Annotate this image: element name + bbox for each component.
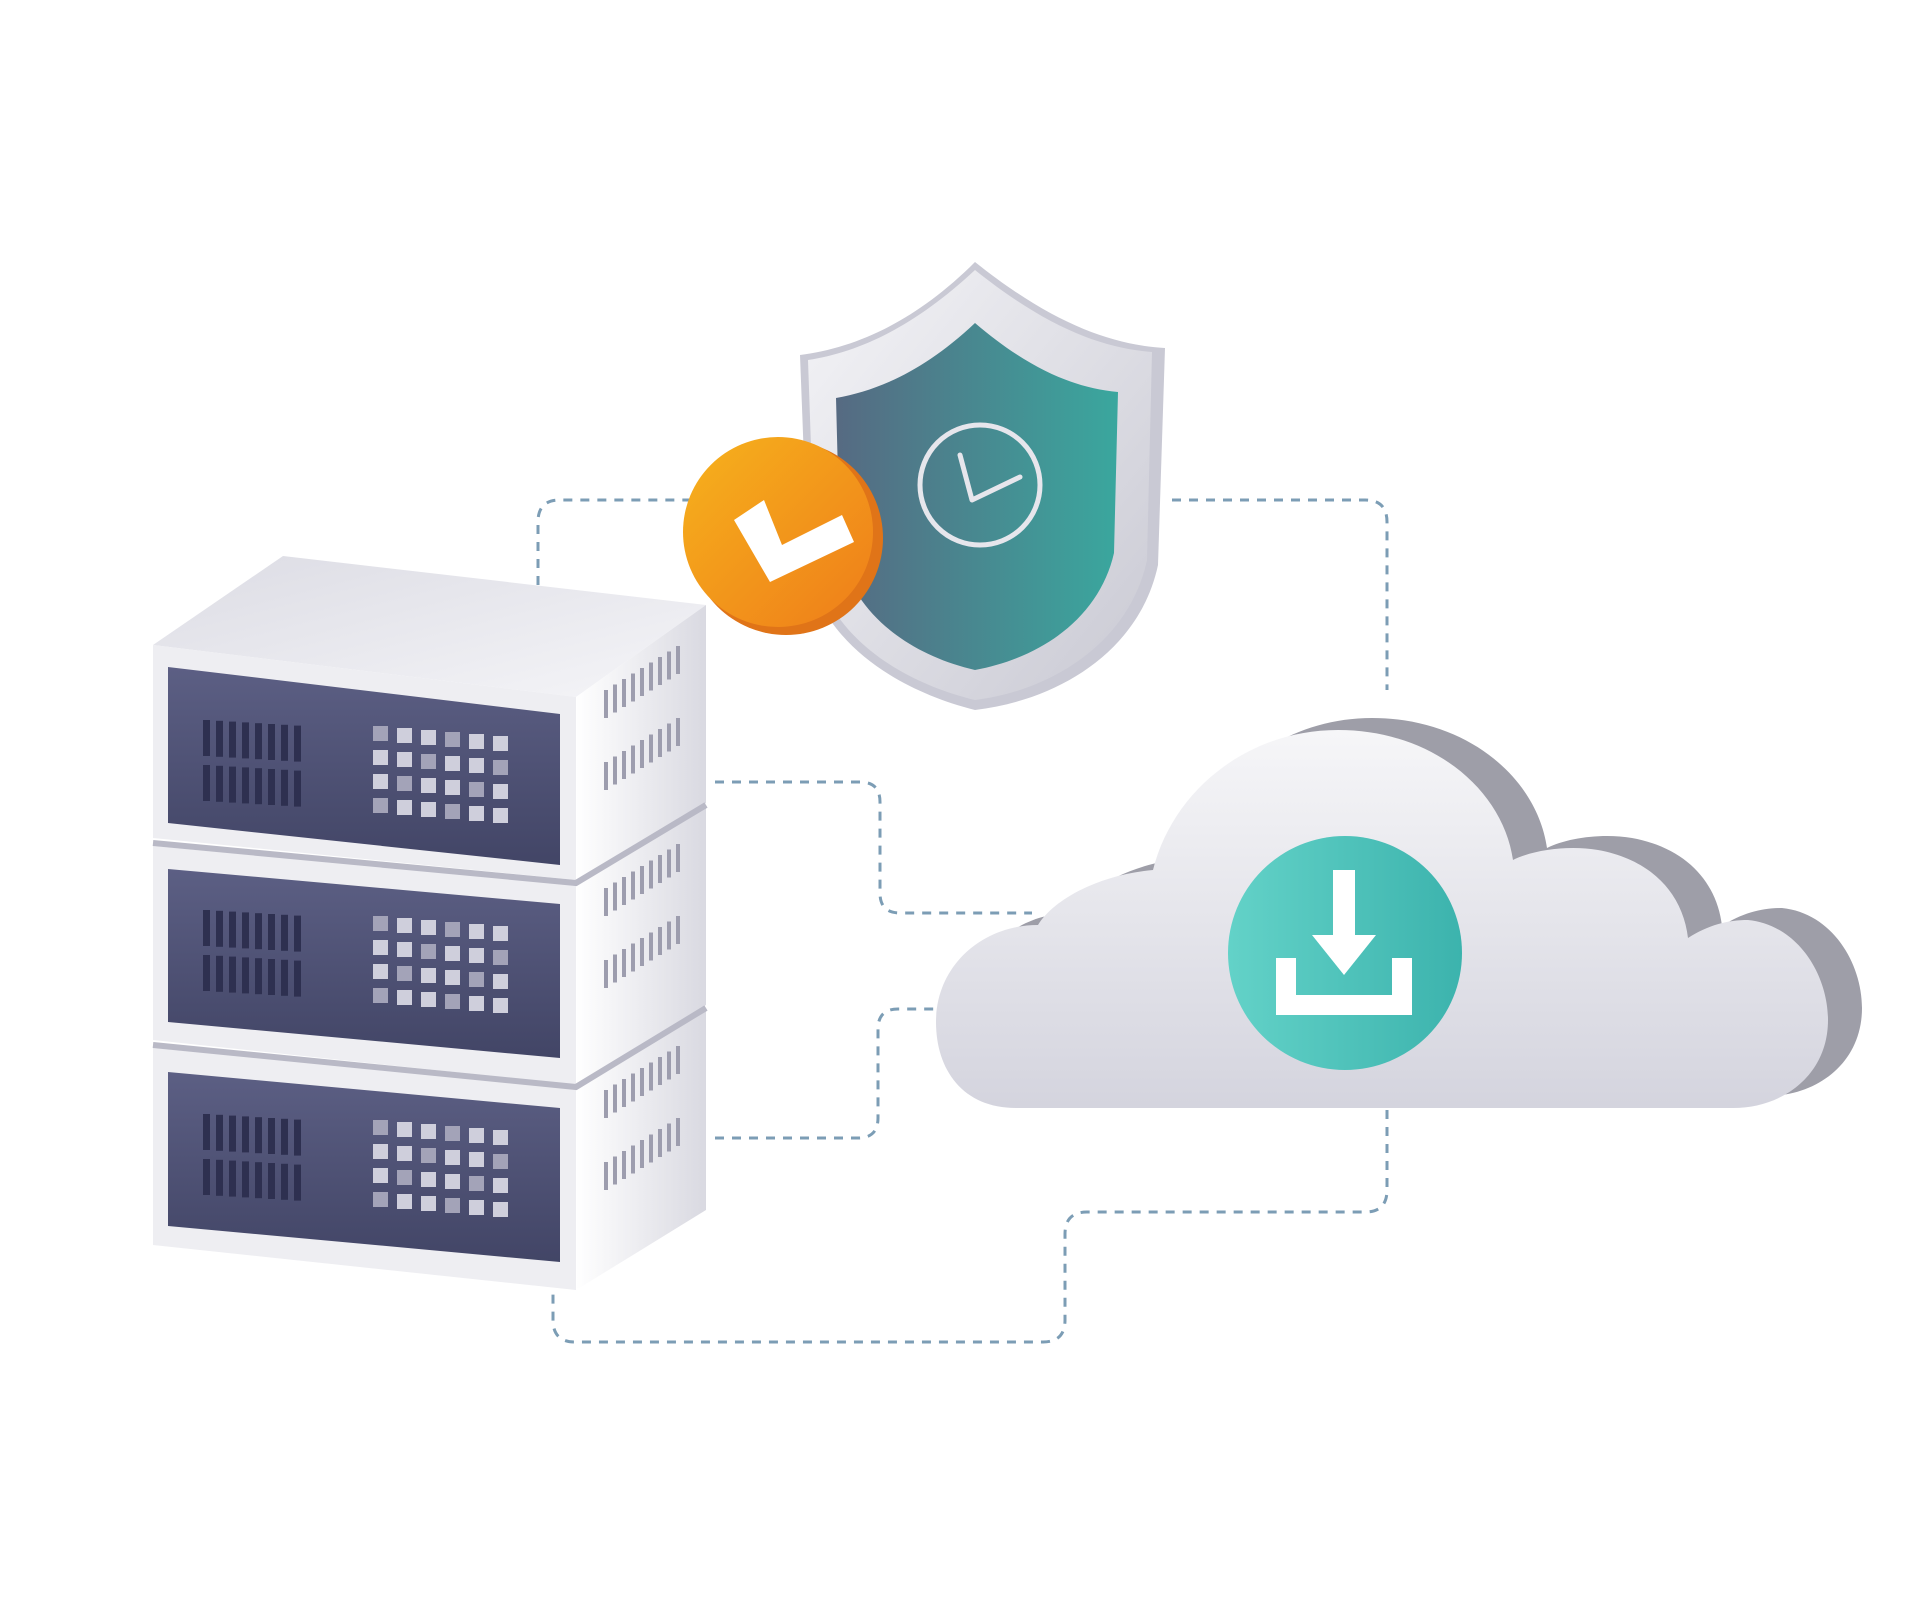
checkmark-badge-icon (683, 437, 883, 635)
server-rack-icon (152, 556, 708, 1290)
download-icon (1228, 836, 1462, 1070)
connector-server-top-to-cloud (715, 780, 1032, 915)
server-top-panel (153, 556, 706, 697)
connector-shield-to-cloud (1172, 498, 1389, 690)
server-vents (203, 646, 680, 1217)
clock-check-icon (917, 422, 1043, 548)
checkmark-icon (734, 500, 854, 582)
server-unit-1 (153, 605, 706, 880)
connector-cloud-to-server-bottom (551, 1110, 1389, 1344)
connector-lines (536, 498, 1389, 1344)
connector-server-to-badge (536, 498, 700, 585)
security-shield-icon (800, 262, 1165, 710)
server-unit-2 (153, 805, 706, 1085)
